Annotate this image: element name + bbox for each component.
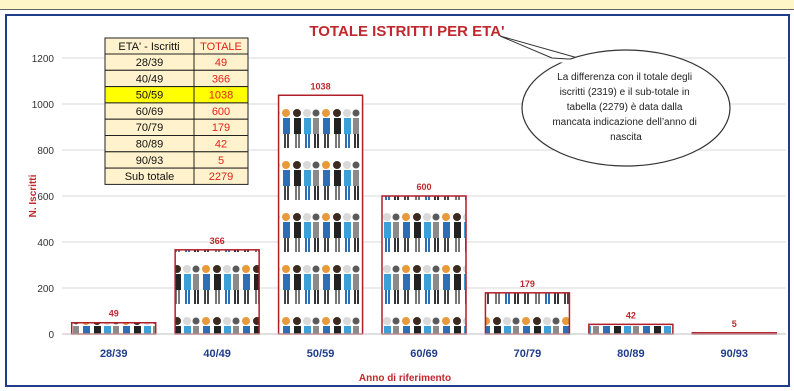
bar-40/49 xyxy=(174,249,260,335)
data-label: 49 xyxy=(109,309,119,319)
y-tick-labels: 0 200 400 600 800 1000 1200 xyxy=(32,54,55,341)
table-age-label: 60/69 xyxy=(136,106,164,118)
chart-frame xyxy=(5,14,790,387)
x-tick-label: 70/79 xyxy=(514,348,542,360)
callout-line-2: iscritti (2319) e il sub-totale in xyxy=(560,87,690,98)
bar-70/79 xyxy=(484,292,571,335)
table-age-label: 70/79 xyxy=(136,122,164,134)
data-label: 5 xyxy=(732,319,737,329)
x-tick-label: 40/49 xyxy=(203,348,231,360)
data-label: 366 xyxy=(210,236,225,246)
y-tick-label: 1200 xyxy=(32,54,55,65)
table-total-value: 366 xyxy=(212,73,230,85)
table-total-value: 2279 xyxy=(209,171,233,183)
table-total-value: 600 xyxy=(212,106,230,118)
table-header-age: ETA' - Iscritti xyxy=(118,41,179,53)
chart-title: TOTALE ISTRITTI PER ETA' xyxy=(309,23,504,40)
y-tick-label: 1000 xyxy=(32,100,55,111)
table-cell-total xyxy=(193,167,249,185)
y-tick-label: 400 xyxy=(37,238,54,249)
x-tick-label: 50/59 xyxy=(307,348,335,360)
bar-28/39 xyxy=(70,321,157,335)
y-axis-title: N. Iscritti xyxy=(28,174,39,217)
y-tick-label: 0 xyxy=(48,330,54,341)
table-header-total: TOTALE xyxy=(200,41,242,53)
callout-ellipse xyxy=(521,49,731,167)
data-label: 42 xyxy=(626,310,636,320)
y-tick-label: 800 xyxy=(37,146,54,157)
table-rows: 28/39 49 40/49 366 50/59 1038 60/69 600 70/79 179… xyxy=(104,53,249,185)
table-total-value: 49 xyxy=(215,57,227,69)
callout-text: La differenza con il totale degli iscrit… xyxy=(552,72,699,143)
table-age-label: 50/59 xyxy=(136,90,164,102)
callout-bubble: La differenza con il totale degli iscrit… xyxy=(499,35,731,167)
data-table: ETA' - Iscritti TOTALE 28/39 49 40/49 366 50… xyxy=(104,37,249,185)
data-label: 600 xyxy=(416,182,431,192)
bar-50/59 xyxy=(277,94,364,335)
callout-line-4: mancata indicazione dell’anno di xyxy=(552,117,697,128)
x-tick-label: 60/69 xyxy=(410,348,438,360)
x-tick-labels: 28/39 40/49 50/59 60/69 70/79 80/89 90/93 xyxy=(100,348,748,360)
data-labels: 49 366 1038 600 179 42 5 xyxy=(109,81,737,329)
x-tick-label: 80/89 xyxy=(617,348,645,360)
x-axis-title: Anno di riferimento xyxy=(359,373,451,384)
callout-pointer xyxy=(499,35,586,61)
table-age-label: 40/49 xyxy=(136,73,164,85)
callout-line-5: nascita xyxy=(610,132,642,143)
bar-60/69 xyxy=(381,195,467,335)
callout-line-1: La differenza con il totale degli xyxy=(557,72,692,83)
bar-80/89 xyxy=(588,323,674,335)
data-label: 179 xyxy=(520,279,535,289)
table-age-label: 28/39 xyxy=(136,57,164,69)
table-total-value: 179 xyxy=(212,122,230,134)
x-tick-label: 28/39 xyxy=(100,348,128,360)
table-total-value: 42 xyxy=(215,139,227,151)
bars xyxy=(70,94,778,335)
table-age-label: 80/89 xyxy=(136,139,164,151)
data-label: 1038 xyxy=(311,81,331,91)
table-age-label: 90/93 xyxy=(136,155,164,167)
table-age-label: Sub totale xyxy=(125,171,175,183)
table-total-value: 1038 xyxy=(209,90,233,102)
table-total-value: 5 xyxy=(218,155,224,167)
x-tick-label: 90/93 xyxy=(721,348,749,360)
top-table-strip xyxy=(0,0,794,10)
y-tick-label: 200 xyxy=(37,284,54,295)
callout-line-3: tabella (2279) è data dalla xyxy=(567,102,683,113)
y-tick-label: 600 xyxy=(37,192,54,203)
